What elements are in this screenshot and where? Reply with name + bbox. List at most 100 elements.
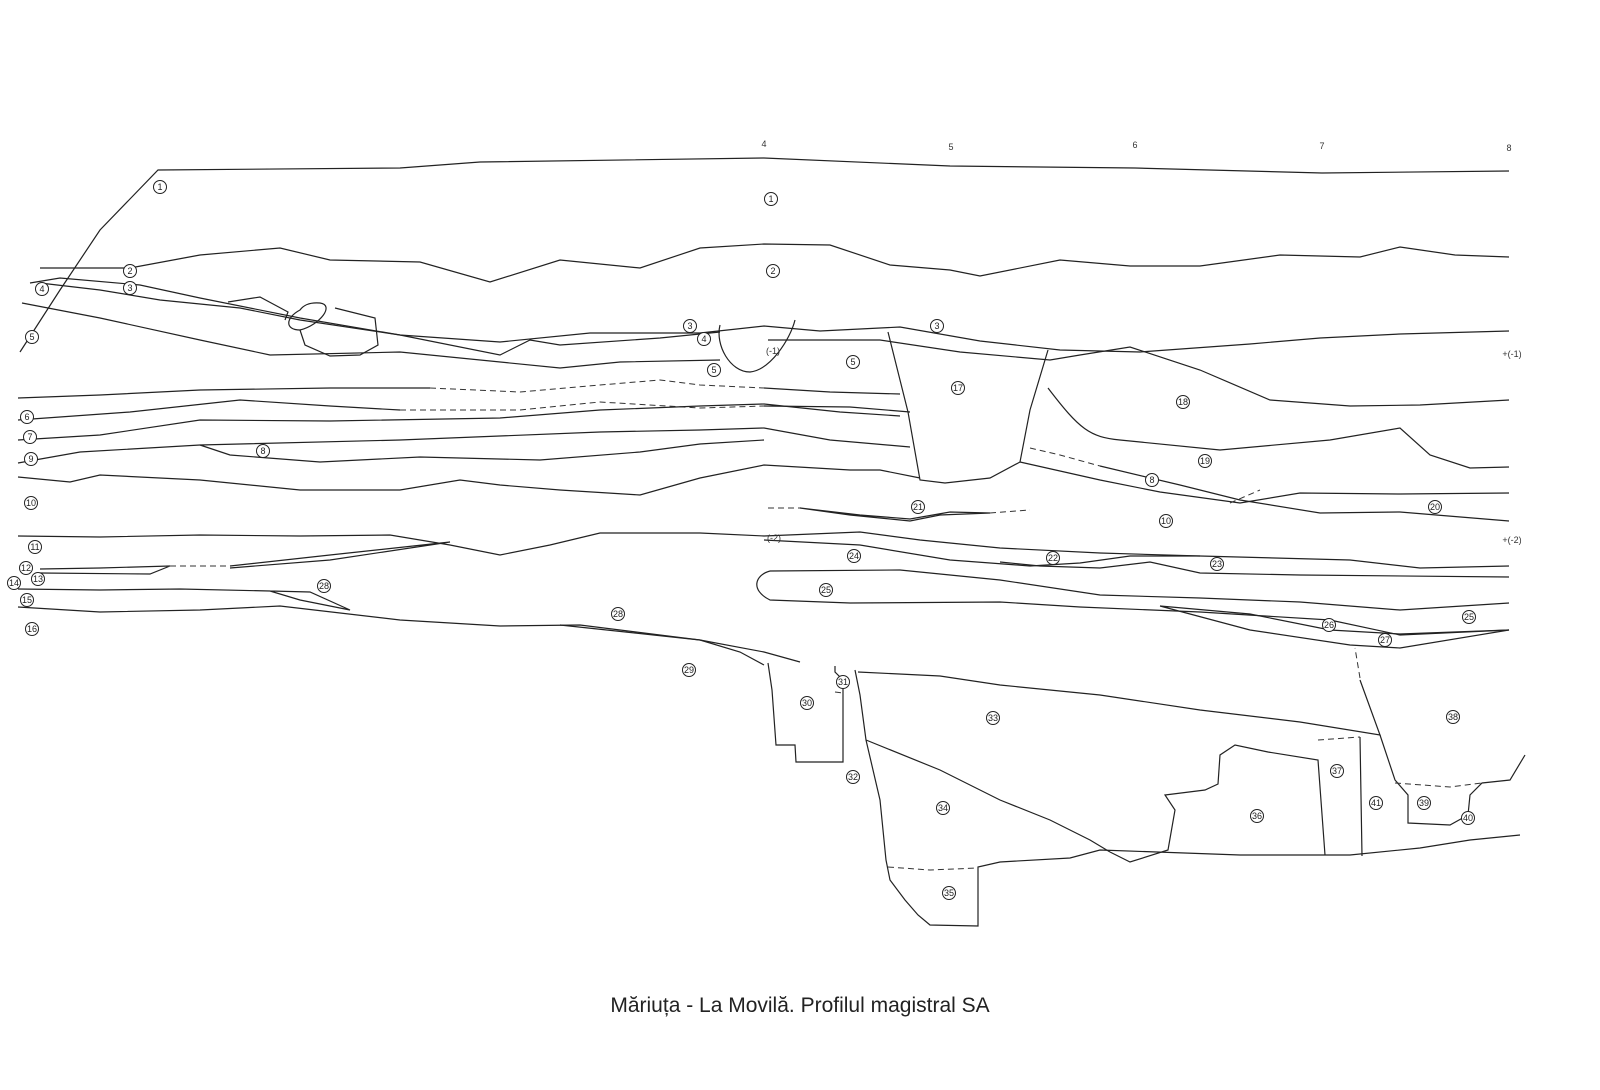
label-text: 4 bbox=[701, 334, 706, 344]
layer-label-25: 25 bbox=[819, 583, 833, 597]
label-text: 26 bbox=[1324, 620, 1334, 630]
label-text: 1 bbox=[768, 194, 773, 204]
label-text: 20 bbox=[1430, 502, 1440, 512]
label-text: 37 bbox=[1332, 766, 1342, 776]
label-circle bbox=[1417, 796, 1431, 810]
layer-label-8: 8 bbox=[1145, 473, 1159, 487]
layer-label-37: 37 bbox=[1330, 764, 1344, 778]
label-text: 39 bbox=[1419, 798, 1429, 808]
label-circle bbox=[836, 675, 850, 689]
label-text: 19 bbox=[1200, 456, 1210, 466]
label-circle bbox=[153, 180, 167, 194]
label-text: 34 bbox=[938, 803, 948, 813]
layer-label-9: 9 bbox=[24, 452, 38, 466]
label-text: 28 bbox=[613, 609, 623, 619]
layer-label-32: 32 bbox=[846, 770, 860, 784]
label-circle bbox=[317, 579, 331, 593]
label-text: 5 bbox=[711, 365, 716, 375]
level-label: (-1) bbox=[766, 346, 780, 356]
label-circle bbox=[23, 430, 37, 444]
layer-label-5: 5 bbox=[25, 330, 39, 344]
layer-label-10: 10 bbox=[24, 496, 38, 510]
label-text: 5 bbox=[850, 357, 855, 367]
label-circle bbox=[930, 319, 944, 333]
label-text: 11 bbox=[30, 542, 39, 552]
layer-label-35: 35 bbox=[942, 886, 956, 900]
label-circle bbox=[256, 444, 270, 458]
layer-label-25: 25 bbox=[1462, 610, 1476, 624]
label-circle bbox=[707, 363, 721, 377]
layer-label-24: 24 bbox=[847, 549, 861, 563]
label-circle bbox=[800, 696, 814, 710]
label-text: 8 bbox=[260, 446, 265, 456]
grid-label: 7 bbox=[1319, 141, 1324, 151]
label-text: 14 bbox=[9, 578, 19, 588]
label-text: 2 bbox=[127, 266, 132, 276]
grid-markers: 4 5 6 7 8 (-1) +(-1) +(-2) (-2) bbox=[761, 139, 1521, 545]
layer-label-5: 5 bbox=[707, 363, 721, 377]
label-text: 18 bbox=[1178, 397, 1188, 407]
label-text: 17 bbox=[953, 383, 963, 393]
label-circle bbox=[682, 663, 696, 677]
label-text: 41 bbox=[1371, 798, 1381, 808]
layer-label-20: 20 bbox=[1428, 500, 1442, 514]
label-circle bbox=[846, 770, 860, 784]
layer-label-19: 19 bbox=[1198, 454, 1212, 468]
level-label: +(-2) bbox=[1502, 535, 1521, 545]
layer-label-4: 4 bbox=[697, 332, 711, 346]
label-circle bbox=[846, 355, 860, 369]
label-circle bbox=[20, 593, 34, 607]
label-circle bbox=[1461, 811, 1475, 825]
layer-label-36: 36 bbox=[1250, 809, 1264, 823]
label-text: 22 bbox=[1048, 553, 1058, 563]
label-circle bbox=[683, 319, 697, 333]
label-text: 12 bbox=[21, 563, 31, 573]
label-circle bbox=[1378, 633, 1392, 647]
label-circle bbox=[123, 264, 137, 278]
label-circle bbox=[936, 801, 950, 815]
layer-label-15: 15 bbox=[20, 593, 34, 607]
layer-label-28: 28 bbox=[611, 607, 625, 621]
label-text: 3 bbox=[687, 321, 692, 331]
label-text: 40 bbox=[1463, 813, 1473, 823]
label-circle bbox=[19, 561, 33, 575]
label-circle bbox=[1145, 473, 1159, 487]
label-circle bbox=[611, 607, 625, 621]
layer-label-12: 12 bbox=[19, 561, 33, 575]
layer-label-11: 11 bbox=[28, 540, 42, 554]
layer-label-13: 13 bbox=[31, 572, 45, 586]
layer-label-23: 23 bbox=[1210, 557, 1224, 571]
label-text: 16 bbox=[27, 624, 37, 634]
label-circle bbox=[1428, 500, 1442, 514]
layer-label-3: 3 bbox=[683, 319, 697, 333]
layer-label-30: 30 bbox=[800, 696, 814, 710]
layer-label-33: 33 bbox=[986, 711, 1000, 725]
label-text: 8 bbox=[1149, 475, 1154, 485]
label-circle bbox=[911, 500, 925, 514]
layer-label-8: 8 bbox=[256, 444, 270, 458]
label-circle bbox=[28, 540, 42, 554]
layer-label-31: 31 bbox=[836, 675, 850, 689]
label-text: 21 bbox=[913, 502, 923, 512]
label-circle bbox=[24, 496, 38, 510]
layer-label-5: 5 bbox=[846, 355, 860, 369]
label-circle bbox=[1369, 796, 1383, 810]
grid-label: 6 bbox=[1132, 140, 1137, 150]
stratigraphy-lines bbox=[17, 157, 1526, 927]
label-circle bbox=[25, 622, 39, 636]
layer-label-34: 34 bbox=[936, 801, 950, 815]
label-circle bbox=[1446, 710, 1460, 724]
layer-label-28: 28 bbox=[317, 579, 331, 593]
layer-label-1: 1 bbox=[153, 180, 167, 194]
layer-label-40: 40 bbox=[1461, 811, 1475, 825]
label-circle bbox=[766, 264, 780, 278]
label-text: 31 bbox=[838, 677, 848, 687]
label-text: 7 bbox=[27, 432, 32, 442]
layer-label-1: 1 bbox=[764, 192, 778, 206]
label-circle bbox=[764, 192, 778, 206]
label-circle bbox=[123, 281, 137, 295]
label-circle bbox=[951, 381, 965, 395]
label-text: 5 bbox=[29, 332, 34, 342]
label-text: 3 bbox=[127, 283, 132, 293]
